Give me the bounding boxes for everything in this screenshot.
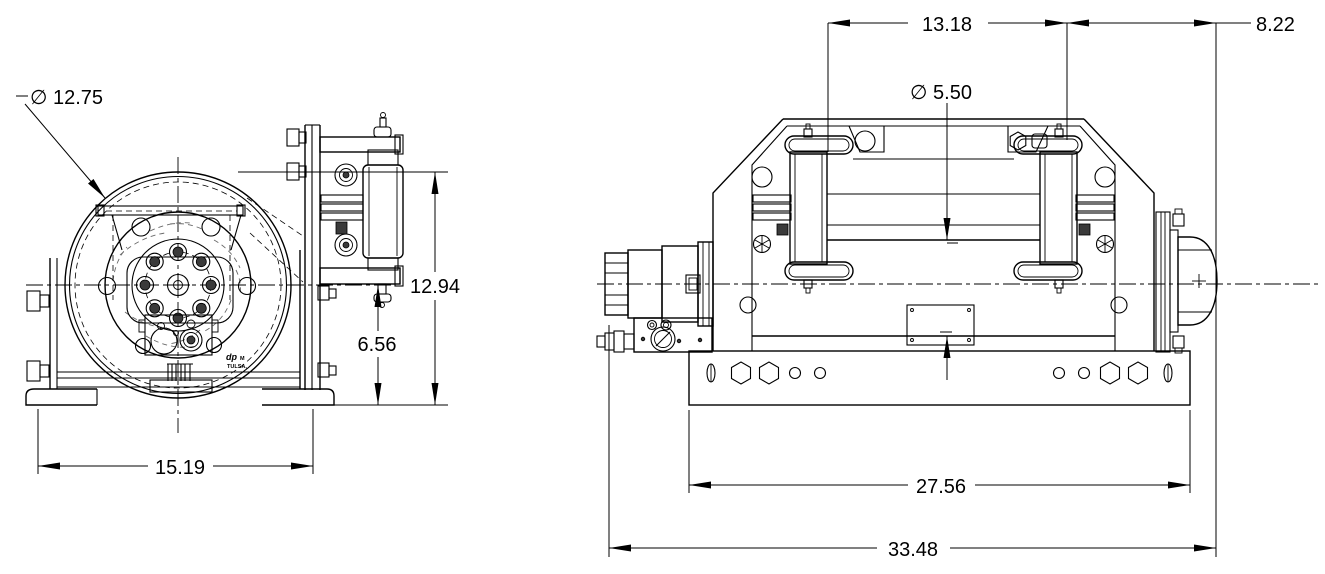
dim-drum-flange-diameter: ∅ 12.75	[16, 87, 106, 199]
frame-cross-members	[752, 118, 1115, 337]
side-view-dimensions: ∅ 12.75 12.94 6.56 15.19	[16, 87, 460, 479]
dim-text-12-94: 12.94	[410, 276, 460, 298]
left-tie-bar-assembly	[784, 123, 854, 294]
left-mount-bracket	[25, 258, 98, 406]
dim-drum-barrel-diameter: ∅ 5.50	[910, 82, 972, 380]
left-end-plate	[712, 118, 788, 351]
top-bracket	[95, 204, 246, 300]
dim-text-6-56: 6.56	[358, 334, 397, 356]
base-plate	[688, 350, 1191, 406]
bolt-circle	[135, 242, 221, 328]
logo-city: TULSA,	[227, 364, 247, 370]
dim-text-12-75: ∅ 12.75	[30, 87, 103, 109]
dim-overall-length: 33.48	[609, 539, 1216, 561]
dim-motor-overhang: 8.22	[1067, 14, 1295, 36]
drum-flange	[64, 171, 292, 399]
dim-text-33-48: 33.48	[888, 539, 938, 561]
rope-scratch-marks	[112, 222, 241, 348]
front-view-dimensions: 13.18 8.22 ∅ 5.50 27.56	[608, 14, 1295, 561]
hydraulic-motor	[604, 241, 714, 327]
valve-block	[596, 317, 713, 353]
logo-brand: dp	[226, 352, 237, 362]
hub-valve-box	[134, 314, 223, 356]
rope-path-line	[249, 232, 304, 283]
side-view: dp M TULSA,	[25, 112, 404, 433]
front-view	[596, 118, 1322, 406]
dim-center-to-base: 6.56	[358, 285, 397, 405]
base-pedestal	[57, 363, 300, 393]
nameplate	[906, 304, 975, 346]
dim-text-27-56: 27.56	[916, 476, 966, 498]
dim-base-length: 27.56	[689, 476, 1190, 498]
right-end-plate	[1079, 118, 1155, 351]
dim-text-15-19: 15.19	[155, 457, 205, 479]
rope-path-line	[246, 197, 304, 237]
drum-logo: dp M TULSA,	[226, 352, 247, 370]
cable-clamps	[752, 194, 1115, 236]
right-mount-bracket	[262, 250, 337, 406]
dim-flange-spacing: 13.18	[828, 14, 1067, 36]
dim-text-8-22: 8.22	[1256, 14, 1295, 36]
dim-text-5-50: ∅ 5.50	[910, 82, 972, 104]
dim-text-13-18: 13.18	[922, 14, 972, 36]
dim-mount-width: 15.19	[37, 409, 314, 479]
brake-housing	[1155, 208, 1218, 354]
logo-suffix: M	[240, 356, 245, 362]
dim-overall-height: 12.94	[238, 171, 460, 406]
right-tie-bar-assembly	[1013, 123, 1083, 294]
